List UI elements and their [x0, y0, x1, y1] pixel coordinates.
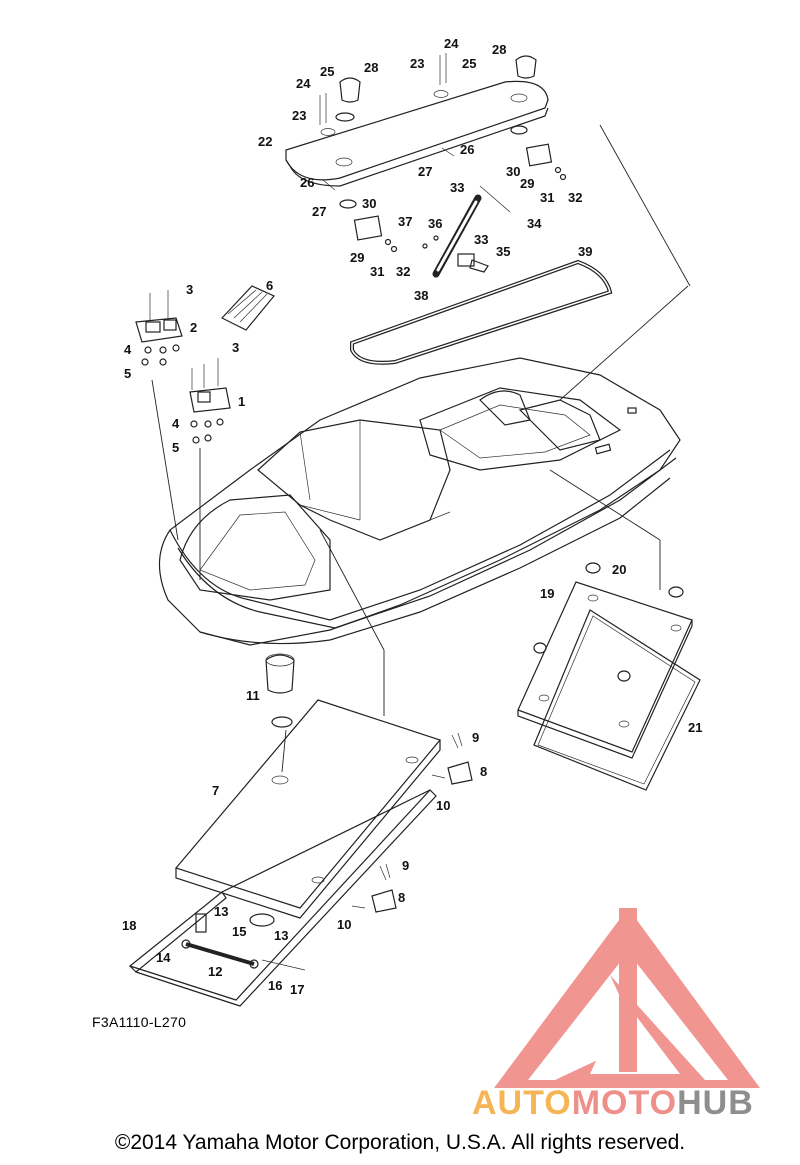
watermark-brand: AUTOMOTOHUB — [472, 1084, 754, 1123]
callout-16: 16 — [268, 978, 282, 993]
callout-25: 25 — [462, 56, 476, 71]
callout-3: 3 — [186, 282, 193, 297]
callout-9: 9 — [472, 730, 479, 745]
callout-25: 25 — [320, 64, 334, 79]
callout-32: 32 — [568, 190, 582, 205]
access-panel — [517, 562, 701, 791]
callout-23: 23 — [292, 108, 306, 123]
callout-23: 23 — [410, 56, 424, 71]
callout-19: 19 — [540, 586, 554, 601]
callout-38: 38 — [414, 288, 428, 303]
callout-22: 22 — [258, 134, 272, 149]
callout-13: 13 — [274, 928, 288, 943]
callout-36: 36 — [428, 216, 442, 231]
callout-34: 34 — [527, 216, 542, 231]
callout-1: 1 — [238, 394, 245, 409]
callout-3: 3 — [232, 340, 239, 355]
latches — [351, 732, 473, 913]
callout-11: 11 — [246, 688, 260, 703]
callout-27: 27 — [312, 204, 326, 219]
brackets — [135, 290, 231, 444]
callout-18: 18 — [122, 918, 136, 933]
callout-5: 5 — [172, 440, 179, 455]
callout-27: 27 — [418, 164, 432, 179]
callout-5: 5 — [124, 366, 131, 381]
callout-15: 15 — [232, 924, 246, 939]
brand-auto: AUTO — [472, 1084, 572, 1122]
callout-37: 37 — [398, 214, 412, 229]
lower-frame — [129, 789, 437, 1007]
callouts: 1 2 3 3 4 4 5 5 6 7 8 8 9 9 10 10 11 12 … — [122, 36, 702, 997]
callout-14: 14 — [156, 950, 171, 965]
callout-7: 7 — [212, 783, 219, 798]
callout-28: 28 — [492, 42, 506, 57]
callout-24: 24 — [296, 76, 311, 91]
small-cushion — [221, 285, 275, 331]
callout-30: 30 — [506, 164, 520, 179]
callout-20: 20 — [612, 562, 626, 577]
gas-strut — [432, 185, 511, 278]
callout-30: 30 — [362, 196, 376, 211]
callout-21: 21 — [688, 720, 702, 735]
callout-4: 4 — [172, 416, 180, 431]
copyright-notice: ©2014 Yamaha Motor Corporation, U.S.A. A… — [114, 1131, 686, 1154]
callout-12: 12 — [208, 964, 222, 979]
callout-17: 17 — [290, 982, 304, 997]
lower-cushion — [174, 653, 442, 919]
callout-8: 8 — [398, 890, 405, 905]
top-cushion — [285, 80, 549, 187]
callout-32: 32 — [396, 264, 410, 279]
callout-26: 26 — [460, 142, 474, 157]
diagram-code: F3A1110-L270 — [92, 1014, 187, 1030]
callout-31: 31 — [370, 264, 384, 279]
callout-29: 29 — [350, 250, 364, 265]
brand-hub: HUB — [677, 1084, 754, 1122]
callout-9: 9 — [402, 858, 409, 873]
callout-33: 33 — [450, 180, 464, 195]
callout-10: 10 — [436, 798, 450, 813]
boat-hull — [158, 357, 681, 646]
seal-gasket — [350, 259, 613, 365]
callout-10: 10 — [337, 917, 351, 932]
callout-26: 26 — [300, 175, 314, 190]
callout-6: 6 — [266, 278, 273, 293]
callout-29: 29 — [520, 176, 534, 191]
brand-moto: MOTO — [571, 1084, 678, 1122]
callout-13: 13 — [214, 904, 228, 919]
leader-lines — [151, 124, 691, 773]
callout-4: 4 — [124, 342, 132, 357]
callout-2: 2 — [190, 320, 197, 335]
callout-31: 31 — [540, 190, 554, 205]
top-hardware — [319, 53, 567, 253]
callout-33: 33 — [474, 232, 488, 247]
watermark-logo — [494, 908, 760, 1088]
callout-28: 28 — [364, 60, 378, 75]
callout-35: 35 — [496, 244, 510, 259]
callout-24: 24 — [444, 36, 459, 51]
callout-8: 8 — [480, 764, 487, 779]
callout-39: 39 — [578, 244, 592, 259]
